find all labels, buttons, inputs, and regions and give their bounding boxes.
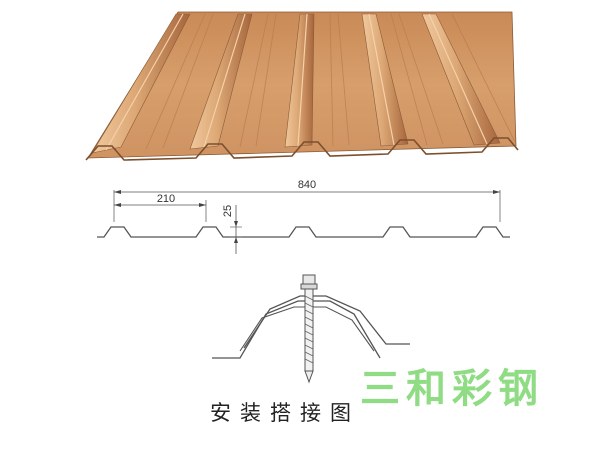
profile-line xyxy=(97,226,510,238)
dimension-25: 25 xyxy=(222,205,242,254)
dimension-840: 840 xyxy=(114,179,500,194)
corrugated-steel-sheet xyxy=(85,11,519,161)
sheet-rib-2 xyxy=(189,13,253,150)
installation-overlap-detail xyxy=(212,274,410,384)
sheet-rib-1 xyxy=(91,13,191,154)
sheet-rib-4 xyxy=(361,13,409,147)
dimension-label-rib-spacing: 210 xyxy=(157,193,175,205)
lower-sheet-profile xyxy=(212,300,381,359)
cross-section-profile: 840 210 25 xyxy=(97,179,510,254)
diagram-caption: 安装搭接图 xyxy=(210,401,360,425)
upper-sheet-profile xyxy=(243,295,410,349)
dimension-label-total: 840 xyxy=(298,179,316,191)
brand-watermark: 三和彩钢 xyxy=(360,365,544,412)
sheet-rib-5 xyxy=(421,13,501,146)
dimension-label-rib-height: 25 xyxy=(222,205,234,217)
dimension-210: 210 xyxy=(114,193,206,207)
sheet-rib-3 xyxy=(284,13,315,148)
self-drilling-screw xyxy=(300,274,318,384)
sheet-edge-profile xyxy=(85,137,519,161)
